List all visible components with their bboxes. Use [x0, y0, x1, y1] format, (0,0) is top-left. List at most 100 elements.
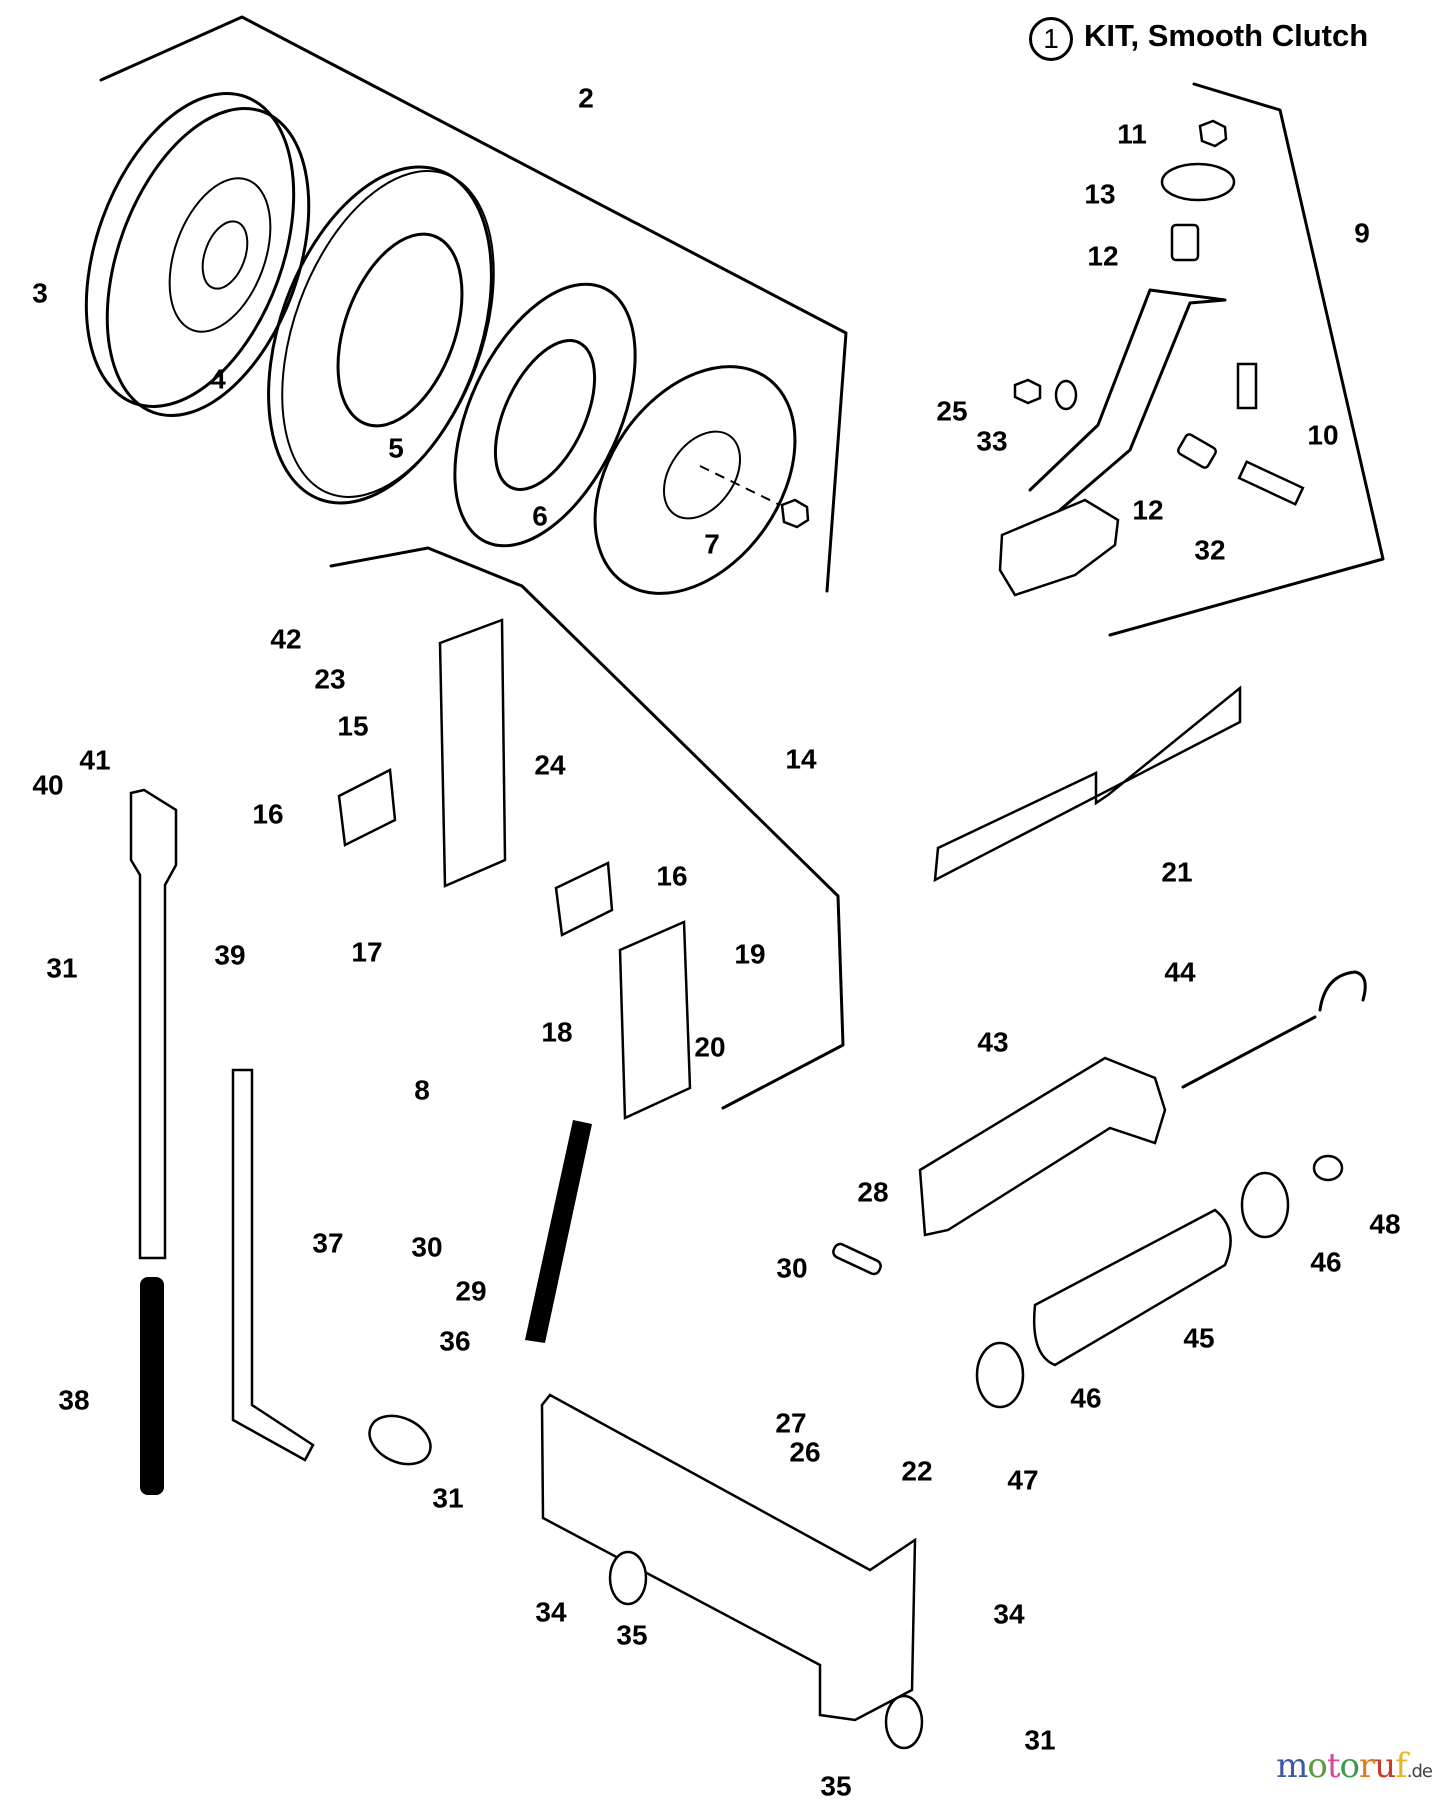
part-3-pulley — [84, 92, 311, 417]
watermark-letter: t — [1326, 1746, 1341, 1786]
watermark-letter: f — [1395, 1746, 1408, 1786]
callout-37: 37 — [312, 1227, 343, 1258]
callout-31-b: 31 — [432, 1482, 463, 1513]
part-5-friction-disc — [453, 282, 637, 548]
part-36-torsion-spring — [368, 1414, 432, 1466]
callout-35: 35 — [616, 1619, 647, 1650]
part-kit-bracket — [998, 288, 1227, 597]
callout-17: 17 — [351, 936, 382, 967]
kit-number-circle: 1 — [1029, 17, 1073, 61]
part-12-spacer-lower — [1176, 433, 1218, 469]
watermark-letter: o — [1307, 1746, 1328, 1786]
callout-3: 3 — [32, 277, 48, 308]
part-16-clamp-block — [337, 768, 397, 847]
callout-16: 16 — [252, 798, 283, 829]
callout-38: 38 — [58, 1384, 89, 1415]
part-10-hex-bolt — [1236, 362, 1258, 410]
callout-27: 27 — [775, 1407, 806, 1438]
callout-31: 31 — [46, 952, 77, 983]
callout-12: 12 — [1087, 240, 1118, 271]
callout-6: 6 — [532, 500, 548, 531]
part-44-eye-bolt — [1181, 970, 1367, 1089]
callout-5: 5 — [388, 432, 404, 463]
part-33-lock-washer — [1054, 379, 1078, 411]
watermark-letter: m — [1276, 1746, 1308, 1786]
callout-26: 26 — [789, 1436, 820, 1467]
callout-7: 7 — [704, 528, 720, 559]
callout-11: 11 — [1117, 118, 1147, 149]
part-6-pressure-plate — [593, 365, 797, 595]
part-45-compression-spring — [1033, 1208, 1232, 1367]
callout-29: 29 — [455, 1275, 486, 1306]
watermark-tld: .de — [1406, 1761, 1433, 1782]
callout-24: 24 — [534, 749, 566, 780]
callout-39: 39 — [214, 939, 245, 970]
watermark-letter: o — [1339, 1746, 1361, 1786]
watermark-letter: u — [1374, 1746, 1396, 1786]
parts-34-wheels — [608, 1550, 924, 1750]
callout-46-b: 46 — [1070, 1382, 1101, 1413]
part-16-clamp-block-b — [554, 861, 614, 937]
part-32-hex-bolt — [1237, 460, 1305, 506]
callout-4: 4 — [210, 363, 226, 394]
part-38-spring — [140, 1277, 164, 1495]
callout-9: 9 — [1354, 217, 1370, 248]
callout-22: 22 — [901, 1455, 932, 1486]
callout-15: 15 — [337, 710, 368, 741]
callout-41: 41 — [79, 744, 110, 775]
callout-46: 46 — [1310, 1246, 1341, 1277]
part-11-flange-nut — [1198, 119, 1228, 148]
callout-34: 34 — [535, 1596, 567, 1627]
part-37-rod — [231, 1068, 315, 1462]
kit-title: KIT, Smooth Clutch — [1084, 18, 1369, 53]
callout-21: 21 — [1161, 856, 1192, 887]
group-9-boundary — [1108, 82, 1385, 637]
callout-40: 40 — [32, 769, 63, 800]
callout-18: 18 — [541, 1016, 572, 1047]
watermark-letter: r — [1359, 1746, 1375, 1786]
part-4-clutch-drum — [267, 165, 495, 505]
callout-10: 10 — [1307, 419, 1338, 450]
group-14-boundary — [329, 546, 845, 1110]
part-18-plate — [618, 920, 692, 1120]
part-12-spacer — [1170, 223, 1200, 262]
callout-16-b: 16 — [656, 860, 687, 891]
part-29-extension-spring — [525, 1120, 592, 1343]
part-22-lever-frame — [540, 1393, 917, 1722]
part-13-rubber-bumper — [1160, 162, 1236, 202]
part-39-rod — [129, 788, 178, 1260]
callout-30-b: 30 — [776, 1252, 807, 1283]
group-2-boundary — [99, 15, 848, 593]
part-25-hex-nut — [1013, 378, 1042, 405]
callout-30: 30 — [411, 1231, 442, 1262]
part-17-slotted-plate — [438, 618, 507, 888]
callout-2: 2 — [578, 82, 594, 113]
callout-8: 8 — [414, 1074, 430, 1105]
callout-31-c: 31 — [1024, 1724, 1055, 1755]
callout-14: 14 — [785, 743, 817, 774]
callout-34-b: 34 — [993, 1598, 1025, 1629]
callout-12-lower: 12 — [1132, 494, 1163, 525]
callout-45: 45 — [1183, 1322, 1214, 1353]
callout-36: 36 — [439, 1325, 470, 1356]
callout-44: 44 — [1164, 956, 1196, 987]
watermark-logo: motoruf.de — [1276, 1746, 1433, 1786]
callout-43: 43 — [977, 1026, 1008, 1057]
part-28-pin — [832, 1242, 882, 1276]
part-48-bushing — [1312, 1154, 1344, 1182]
callout-28: 28 — [857, 1176, 888, 1207]
part-7-flange-nut — [780, 498, 810, 529]
callout-25: 25 — [936, 395, 967, 426]
callout-47: 47 — [1007, 1464, 1038, 1495]
callout-32: 32 — [1194, 534, 1225, 565]
callout-19: 19 — [734, 938, 765, 969]
callout-20: 20 — [694, 1031, 725, 1062]
callout-35-b: 35 — [820, 1770, 851, 1800]
part-21-lever — [933, 685, 1242, 883]
callout-42: 42 — [270, 623, 301, 654]
callout-13: 13 — [1084, 178, 1115, 209]
callout-48: 48 — [1369, 1208, 1400, 1239]
callout-33: 33 — [976, 425, 1007, 456]
part-46-spring-cups — [975, 1171, 1290, 1409]
